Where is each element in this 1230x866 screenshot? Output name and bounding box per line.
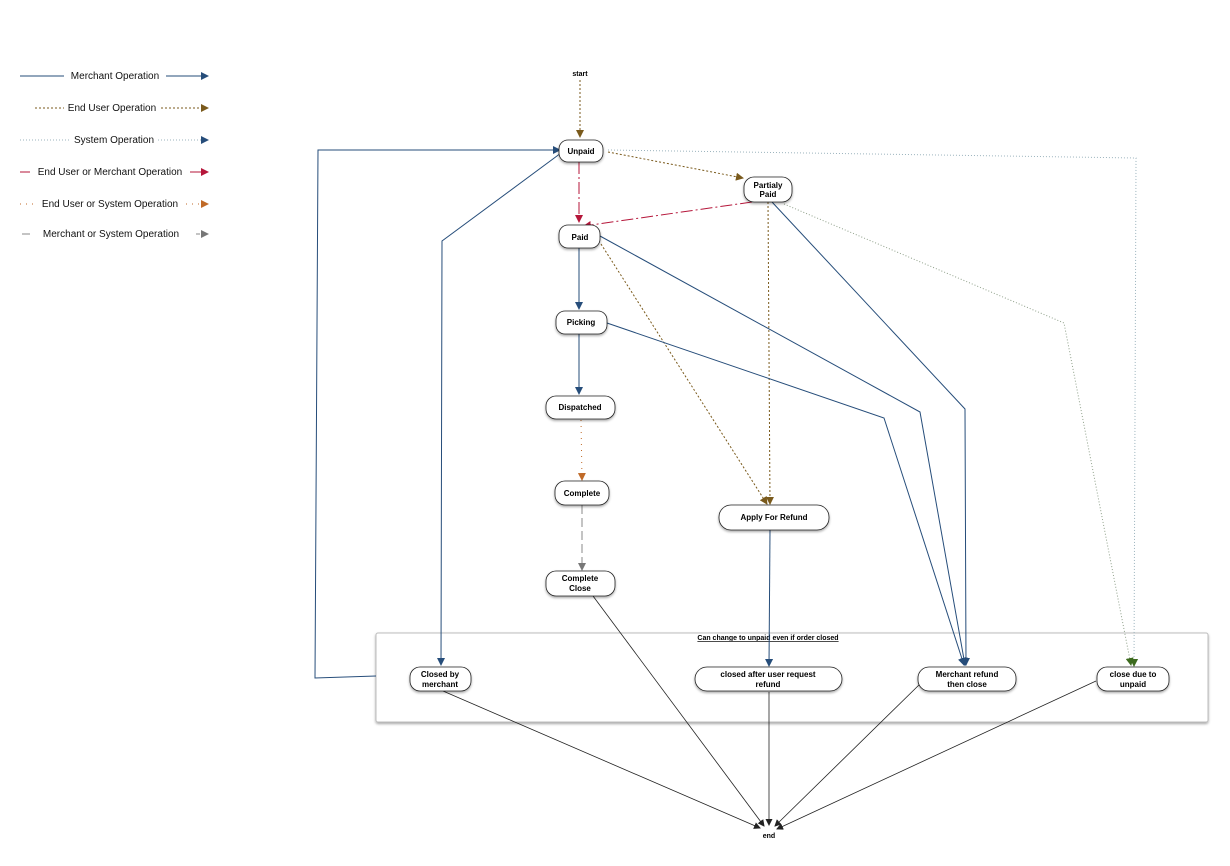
node-merchant-refund-label-2: then close xyxy=(947,680,987,689)
node-apply-for-refund: Apply For Refund xyxy=(718,504,830,531)
edge-picking-merchant-refund xyxy=(606,322,966,666)
edge-merchant-refund-end xyxy=(774,682,922,827)
node-picking: Picking xyxy=(555,310,608,335)
node-apply-for-refund-label: Apply For Refund xyxy=(740,513,807,522)
node-unpaid-label: Unpaid xyxy=(567,147,594,156)
nodes: start end Unpaid Partialy Paid Paid Pick… xyxy=(409,71,1170,840)
edge-closed-group-unpaid xyxy=(314,146,561,679)
node-closed-by-merchant-label-2: merchant xyxy=(422,680,458,689)
edge-paid-apply-refund xyxy=(600,243,768,505)
legend-end-user: End User Operation xyxy=(35,103,209,114)
node-close-unpaid-label-1: close due to xyxy=(1110,670,1157,679)
closed-group-title: Can change to unpaid even if order close… xyxy=(697,635,838,642)
node-close-due-to-unpaid: close due to unpaid xyxy=(1096,666,1170,692)
node-partially-paid-label-1: Partialy xyxy=(754,181,783,190)
legend-merchant-or-system: Merchant or System Operation xyxy=(22,229,209,240)
edge-partially-paid-paid xyxy=(583,201,753,229)
legend-end-user-label: End User Operation xyxy=(68,103,156,114)
legend: Merchant Operation End User Operation Sy… xyxy=(20,71,209,240)
edge-dispatched-complete xyxy=(577,419,586,481)
edge-unpaid-close-unpaid xyxy=(607,149,1139,667)
legend-merchant: Merchant Operation xyxy=(20,71,209,82)
edges xyxy=(314,80,1139,830)
edge-unpaid-closed-by-merchant xyxy=(437,152,562,666)
node-merchant-refund-then-close: Merchant refund then close xyxy=(917,666,1017,692)
node-closed-after-refund-label-2: refund xyxy=(756,680,781,689)
node-complete-close: Complete Close xyxy=(545,570,616,597)
edge-apply-refund-closed-after-refund xyxy=(765,529,774,667)
legend-end-user-or-merchant-label: End User or Merchant Operation xyxy=(38,167,183,178)
node-dispatched: Dispatched xyxy=(545,395,616,420)
node-closed-after-refund-label-1: closed after user request xyxy=(720,670,815,679)
legend-end-user-or-system-label: End User or System Operation xyxy=(42,199,178,210)
legend-end-user-or-system: End User or System Operation xyxy=(20,199,209,210)
edge-unpaid-partially-paid xyxy=(607,151,744,181)
node-dispatched-label: Dispatched xyxy=(558,403,601,412)
node-closed-after-user-request-refund: closed after user request refund xyxy=(694,666,843,692)
edge-partially-paid-apply-refund xyxy=(765,201,774,505)
legend-end-user-or-merchant: End User or Merchant Operation xyxy=(20,167,209,178)
end-node: end xyxy=(763,833,775,840)
legend-merchant-or-system-label: Merchant or System Operation xyxy=(43,229,179,240)
legend-system: System Operation xyxy=(20,135,209,146)
edge-close-unpaid-end xyxy=(776,680,1097,830)
legend-system-label: System Operation xyxy=(74,135,154,146)
node-close-unpaid-label-2: unpaid xyxy=(1120,680,1146,689)
node-paid: Paid xyxy=(558,224,601,249)
edge-complete-close-end xyxy=(592,595,765,827)
legend-merchant-label: Merchant Operation xyxy=(71,71,159,82)
edge-closed-by-merchant-end xyxy=(442,690,761,829)
node-closed-by-merchant-label-1: Closed by xyxy=(421,670,460,679)
node-complete: Complete xyxy=(554,480,610,506)
node-unpaid: Unpaid xyxy=(558,139,604,163)
edge-paid-merchant-refund xyxy=(599,235,968,666)
start-node: start xyxy=(572,71,588,78)
node-complete-close-label-2: Close xyxy=(569,584,591,593)
node-partially-paid-label-2: Paid xyxy=(760,190,777,199)
edge-partially-paid-merchant-refund xyxy=(771,201,970,666)
node-merchant-refund-label-1: Merchant refund xyxy=(936,670,999,679)
node-closed-by-merchant: Closed by merchant xyxy=(409,666,472,692)
node-picking-label: Picking xyxy=(567,318,596,327)
node-complete-label: Complete xyxy=(564,489,601,498)
node-complete-close-label-1: Complete xyxy=(562,574,599,583)
node-paid-label: Paid xyxy=(572,233,589,242)
node-partially-paid: Partialy Paid xyxy=(743,176,793,203)
edge-partially-paid-close-unpaid xyxy=(783,203,1134,666)
